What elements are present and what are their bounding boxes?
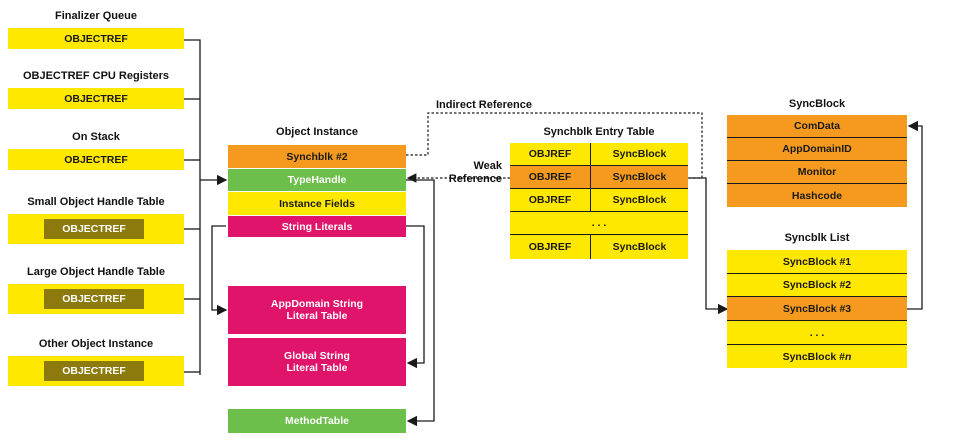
row-divider (510, 165, 688, 166)
global-string-table: Global String Literal Table (228, 338, 406, 386)
synclist-item: SyncBlock #1 (782, 255, 852, 268)
method-table: MethodTable (228, 409, 406, 433)
typehandle-row: TypeHandle (228, 169, 406, 191)
indirect-reference-label: Indirect Reference (436, 99, 532, 111)
row-divider (510, 211, 688, 212)
entry-ellipsis-cell: . . . (591, 217, 607, 229)
syncblock-field: Hashcode (791, 189, 843, 202)
column-divider (590, 235, 591, 259)
indirect-reference-line (406, 112, 703, 179)
synclist-item: SyncBlock #n (782, 350, 852, 363)
syncblock-box: ComData AppDomainID Monitor Hashcode (727, 115, 907, 207)
literals-to-appdomain-arrow (211, 225, 228, 316)
entry-ref-cell: OBJREF (528, 194, 572, 206)
row-divider (727, 183, 907, 184)
row-divider (727, 344, 907, 345)
synclist-box: SyncBlock #1 SyncBlock #2 SyncBlock #3 .… (727, 250, 907, 368)
literals-to-global-arrow (406, 225, 425, 369)
string-literals-row: String Literals (228, 216, 406, 237)
syncblock-field: AppDomainID (782, 143, 852, 155)
source-title: OBJECTREF CPU Registers (22, 70, 170, 82)
entry-block-cell: SyncBlock (591, 166, 688, 188)
objectref-cell: OBJECTREF (44, 289, 144, 309)
objectref-cell: OBJECTREF (44, 219, 144, 239)
entry-to-list-arrow (688, 177, 729, 315)
object-instance-title: Object Instance (276, 126, 358, 138)
synclist-ellipsis: . . . (809, 326, 825, 339)
source-title: Small Object Handle Table (27, 196, 165, 208)
synclist-title: Syncblk List (784, 232, 850, 244)
row-divider (727, 273, 907, 274)
entry-block-cell: SyncBlock (612, 148, 667, 160)
entry-table: OBJREF SyncBlock OBJREF SyncBlock OBJREF… (510, 143, 688, 259)
entry-ref-cell: OBJREF (510, 166, 590, 188)
row-divider (727, 296, 907, 297)
synclist-item-active: SyncBlock #3 (727, 297, 907, 320)
row-divider (727, 160, 907, 161)
appdomain-string-table: AppDomain String Literal Table (228, 286, 406, 334)
weak-reference-label: Weak Reference (448, 160, 502, 185)
list-to-syncblock-arrow (907, 120, 923, 310)
synchblk-row: Synchblk #2 (228, 145, 406, 168)
syncblock-title: SyncBlock (788, 98, 846, 110)
entry-ref-cell: OBJREF (528, 148, 572, 160)
row-divider (510, 234, 688, 235)
objectref-cell: OBJECTREF (44, 361, 144, 381)
entry-ref-cell: OBJREF (528, 241, 572, 253)
row-divider (727, 320, 907, 321)
row-divider (510, 188, 688, 189)
objectref-cell: OBJECTREF (8, 28, 184, 49)
source-title: Other Object Instance (38, 338, 154, 350)
bus-link-finalizer (184, 39, 201, 375)
objectref-cell: OBJECTREF (8, 88, 184, 109)
entry-table-title: Synchblk Entry Table (543, 126, 655, 138)
source-title: On Stack (72, 131, 120, 143)
synclist-item: SyncBlock #2 (782, 279, 852, 291)
objectref-cell: OBJECTREF (8, 149, 184, 170)
column-divider (590, 143, 591, 211)
instance-fields-row: Instance Fields (228, 192, 406, 215)
row-divider (727, 137, 907, 138)
syncblock-field: Monitor (797, 166, 837, 178)
source-title: Large Object Handle Table (27, 266, 165, 278)
entry-block-cell: SyncBlock (612, 241, 667, 253)
typehandle-to-methodtable-arrow (406, 179, 435, 427)
source-title: Finalizer Queue (55, 10, 137, 22)
entry-block-cell: SyncBlock (612, 194, 667, 206)
syncblock-field: ComData (793, 120, 841, 132)
